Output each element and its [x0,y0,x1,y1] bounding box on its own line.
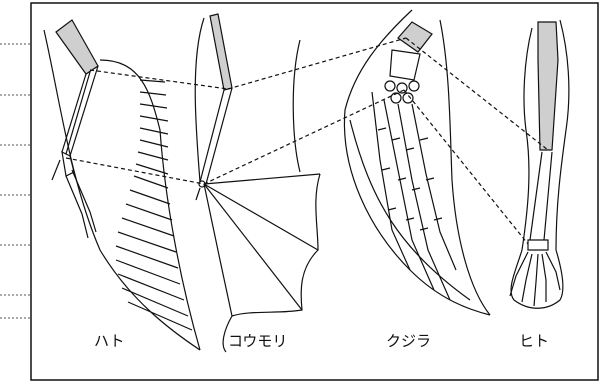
pigeon-wing [44,20,200,350]
human-arm [510,20,569,308]
label-whale: クジラ [386,330,431,351]
whale-flipper [344,10,490,315]
label-bat: コウモリ [228,330,287,351]
bat-wing [195,14,320,352]
homology-connectors [66,38,548,244]
margin-ticks [0,44,30,318]
diagram-frame [31,3,598,380]
label-human: ヒト [519,330,549,351]
label-pigeon: ハト [94,330,124,351]
